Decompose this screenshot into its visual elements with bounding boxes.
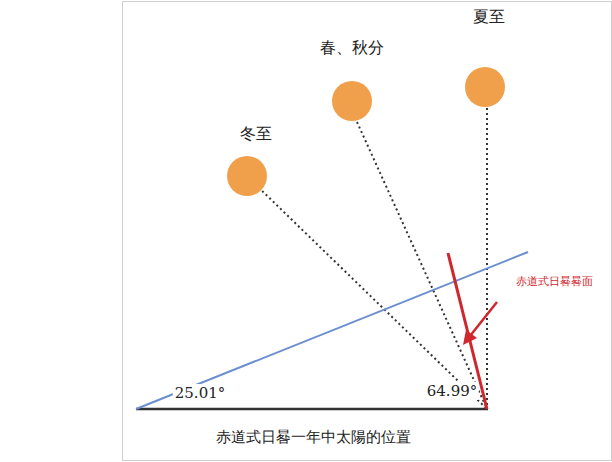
season-label: 春、秋分 bbox=[318, 38, 386, 57]
leader-arrow bbox=[470, 302, 497, 336]
season-label: 夏至 bbox=[471, 7, 507, 26]
caption: 赤道式日晷一年中太陽的位置 bbox=[214, 428, 413, 446]
ground-line bbox=[136, 408, 488, 411]
frame bbox=[123, 2, 612, 461]
angle-label: 64.99° bbox=[425, 382, 479, 400]
equinox-sight-line bbox=[357, 122, 487, 409]
summer-sun bbox=[465, 67, 505, 107]
winter-sight-line bbox=[255, 184, 487, 409]
dial-face-label: 赤道式日晷晷面 bbox=[514, 275, 595, 288]
arrow-head bbox=[463, 330, 477, 345]
angle-label: 25.01° bbox=[173, 384, 227, 402]
winter-sun bbox=[227, 156, 267, 196]
season-label: 冬至 bbox=[238, 124, 274, 143]
equinox-sun bbox=[332, 81, 372, 121]
latitude-line bbox=[136, 252, 528, 409]
summer-sight-line bbox=[486, 108, 488, 409]
